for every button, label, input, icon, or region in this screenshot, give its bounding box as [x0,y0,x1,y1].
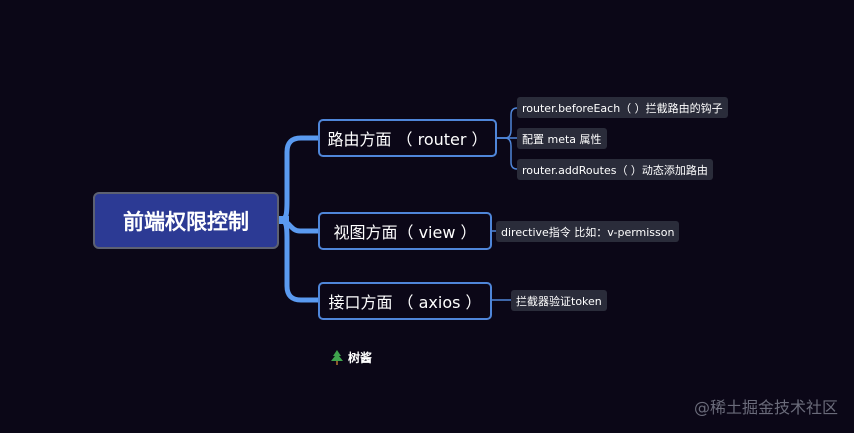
root-node[interactable]: 前端权限控制 [93,192,279,249]
tree-icon [331,349,343,365]
branch-node-view[interactable]: 视图方面（ view ） [318,212,492,250]
leaf-node-directive[interactable]: directive指令 比如：v-permisson [496,221,680,242]
connector-router-leaf-3 [497,137,518,170]
leaf-node-meta[interactable]: 配置 meta 属性 [517,128,607,149]
leaf-node-before-each[interactable]: router.beforeEach（ ）拦截路由的钩子 [517,97,728,118]
branch-node-router[interactable]: 路由方面 （ router ） [318,119,497,157]
branch-node-axios[interactable]: 接口方面 （ axios ） [318,282,492,320]
leaf-node-add-routes[interactable]: router.addRoutes（ ）动态添加路由 [517,159,713,180]
connector-root-router [276,135,321,223]
connector-router-leaf-1 [497,107,518,139]
author-credit: 树酱 [330,349,372,366]
watermark-text: @稀土掘金技术社区 [693,398,838,417]
trunk-junction [279,216,289,224]
leaf-node-interceptor[interactable]: 拦截器验证token [511,290,607,311]
author-name: 树酱 [348,351,373,365]
